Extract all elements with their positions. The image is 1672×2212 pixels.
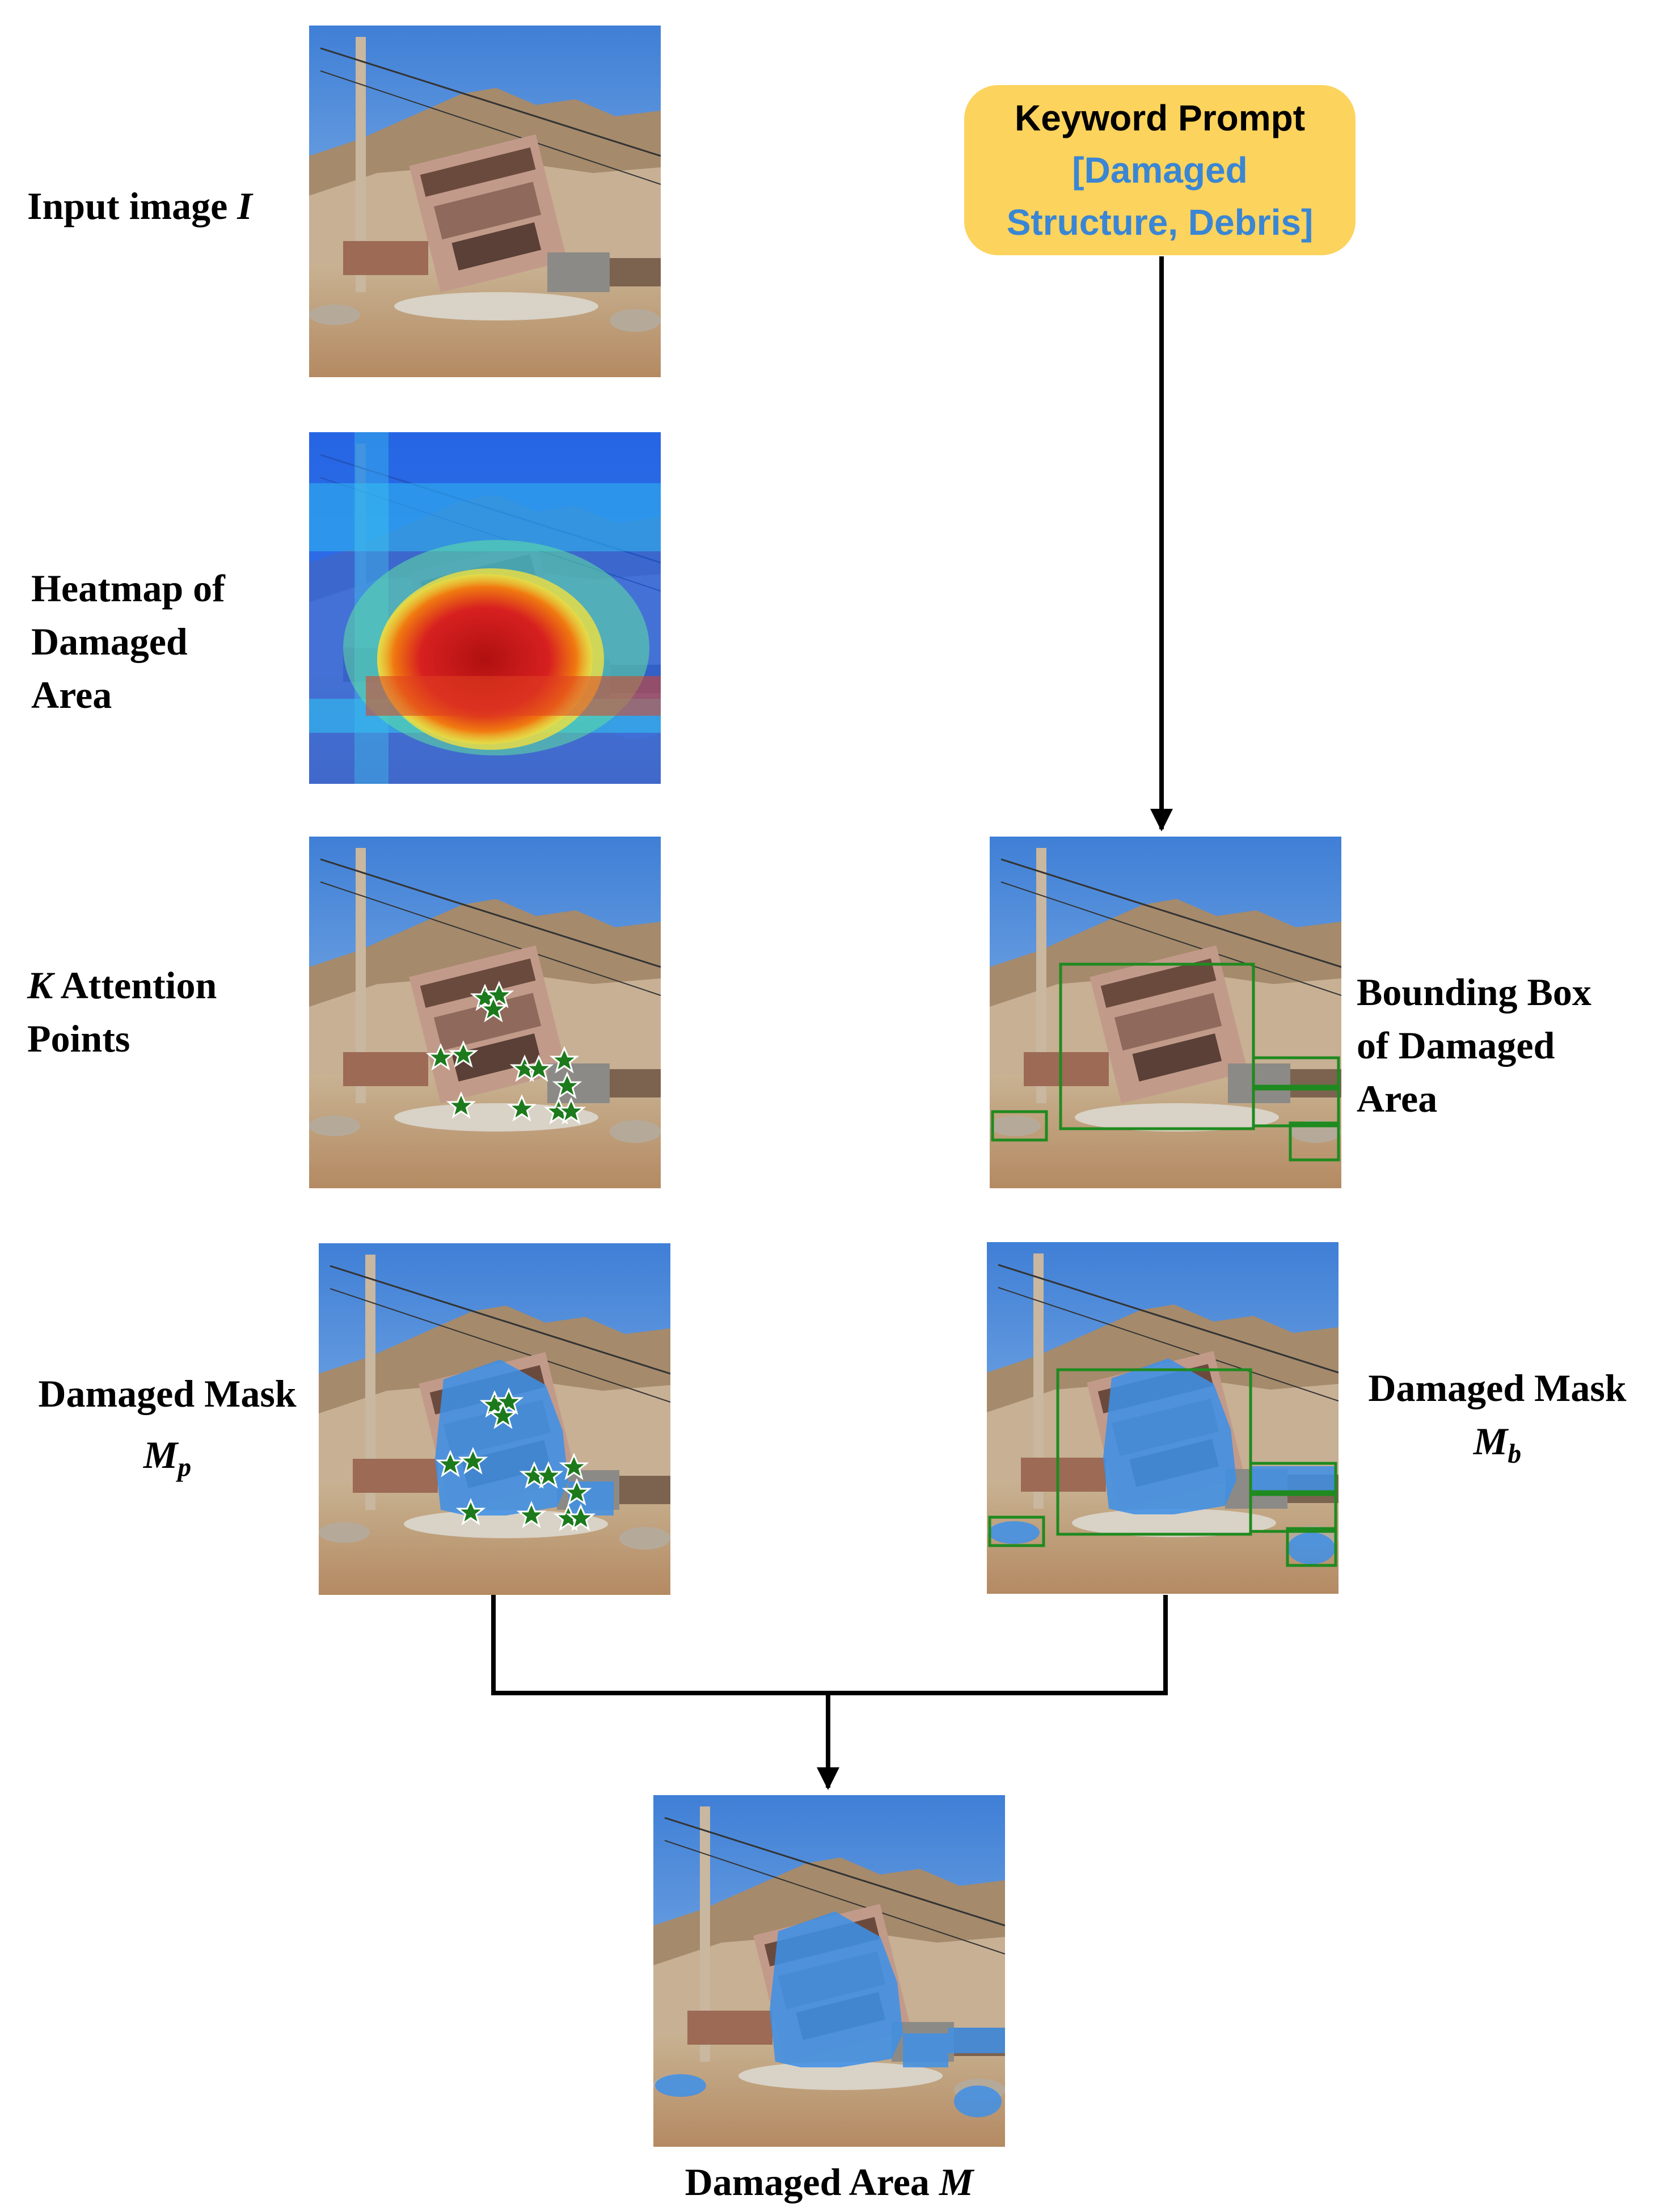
keyword-prompt-title: Keyword Prompt	[1014, 98, 1306, 138]
damaged-area-label: Damaged Area M	[567, 2155, 1091, 2209]
damaged-area-panel	[653, 1795, 1005, 2147]
mask-b-var: Mb	[1339, 1415, 1656, 1481]
attention-label-line1: Attention	[60, 964, 217, 1007]
damaged-area-var: M	[939, 2160, 974, 2203]
attention-label-line2: Points	[27, 1017, 130, 1060]
damaged-area-label-text: Damaged Area	[685, 2160, 930, 2203]
bbox-label-line2: of Damaged	[1357, 1024, 1555, 1067]
mask-b-panel	[987, 1242, 1339, 1594]
input-image-label-text: Input image	[27, 184, 228, 227]
attention-points-label: K Attention Points	[27, 959, 217, 1065]
heatmap-image	[309, 432, 661, 784]
keyword-prompt-keywords-1: [Damaged	[1072, 150, 1248, 191]
mask-p-var-letter: M	[143, 1433, 178, 1476]
mask-p-panel	[319, 1243, 670, 1595]
mask-p-label: Damaged Mask Mp	[14, 1367, 320, 1495]
mask-p-image	[319, 1243, 670, 1595]
heatmap-label-line1: Heatmap of	[31, 567, 225, 610]
mask-b-label-text: Damaged Mask	[1368, 1366, 1627, 1409]
heatmap-panel	[309, 432, 661, 784]
heatmap-label-line2: Damaged	[31, 620, 188, 663]
bbox-label-line3: Area	[1357, 1077, 1438, 1120]
heatmap-label-line3: Area	[31, 673, 112, 716]
heatmap-label: Heatmap of Damaged Area	[31, 562, 225, 721]
mask-b-var-sub: b	[1508, 1439, 1522, 1469]
mask-p-label-text: Damaged Mask	[38, 1372, 297, 1415]
bounding-box-label: Bounding Box of Damaged Area	[1357, 965, 1591, 1125]
input-image-label: Input image I	[27, 179, 252, 233]
bounding-box-panel	[990, 837, 1341, 1188]
input-image-var: I	[237, 184, 252, 227]
damaged-area-image	[653, 1795, 1005, 2147]
mask-p-var: Mp	[14, 1428, 320, 1495]
mask-b-label: Damaged Mask Mb	[1339, 1361, 1656, 1481]
bbox-label-line1: Bounding Box	[1357, 970, 1591, 1014]
keyword-prompt-keywords-2: Structure, Debris]	[1006, 202, 1314, 243]
bounding-box-image	[990, 837, 1341, 1188]
keyword-prompt-box: Keyword Prompt [Damaged Structure, Debri…	[964, 85, 1356, 255]
mask-p-var-sub: p	[178, 1453, 192, 1483]
attention-var: K	[27, 964, 53, 1007]
mask-b-image	[987, 1242, 1339, 1594]
mask-b-var-letter: M	[1473, 1420, 1508, 1463]
merge-connector	[491, 1595, 1168, 1695]
